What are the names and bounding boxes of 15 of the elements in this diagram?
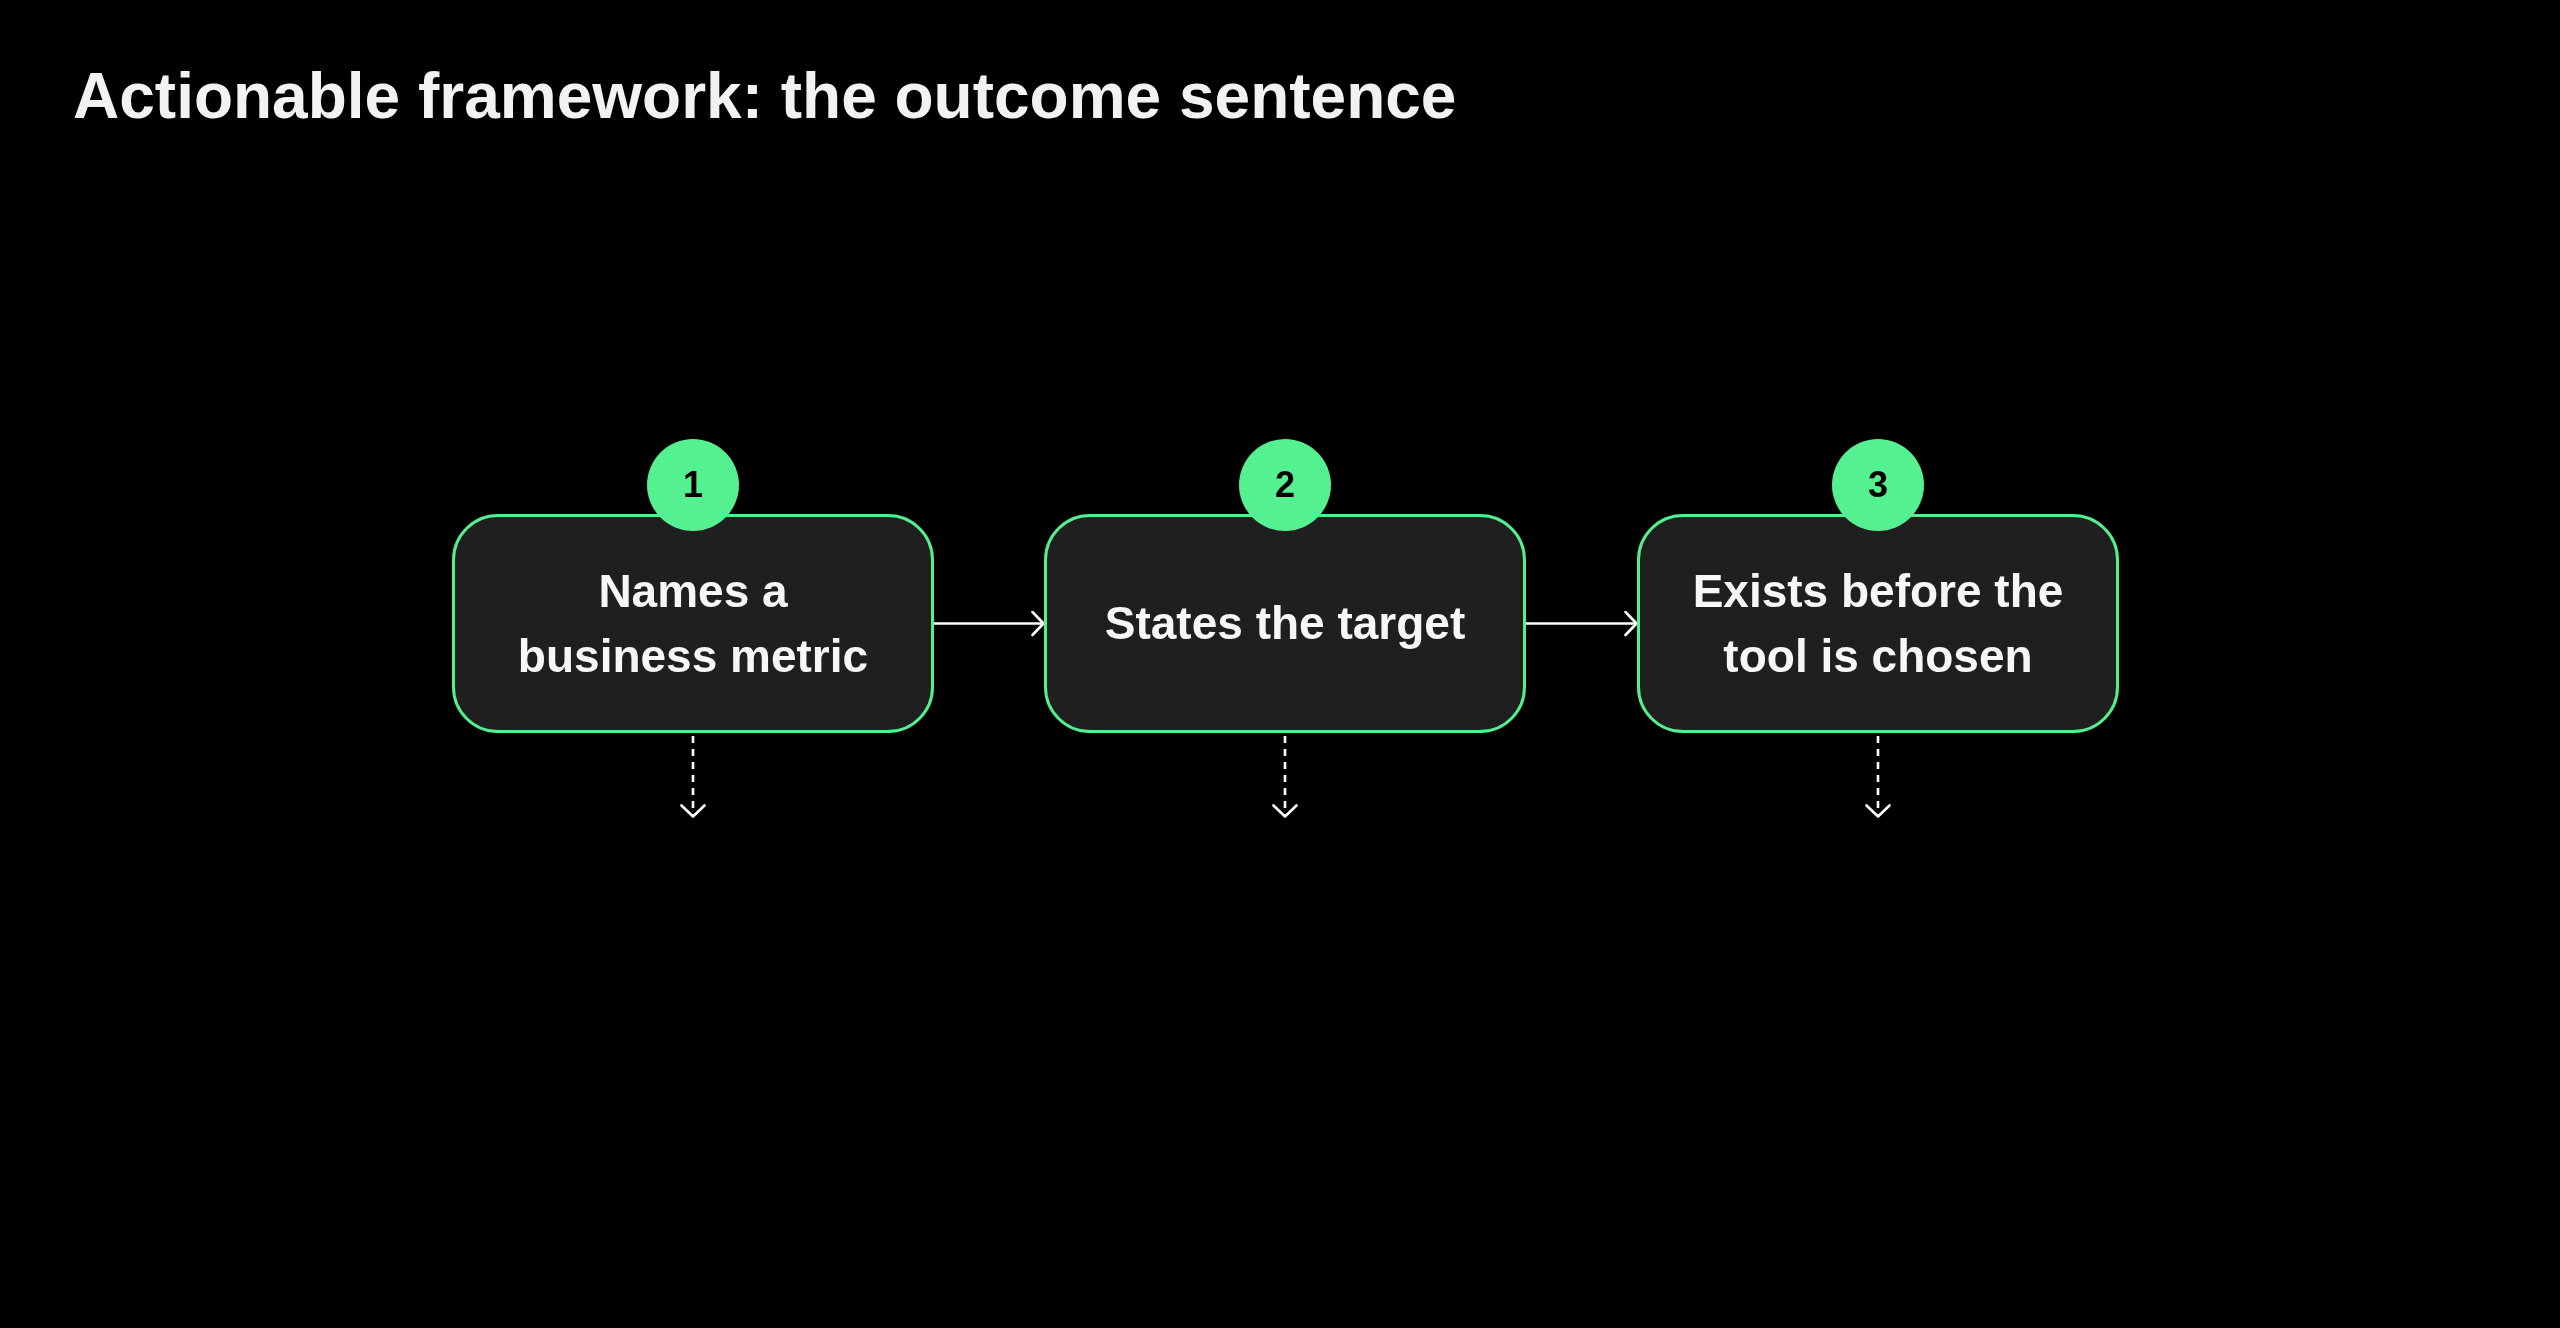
- step-text: Names a business metric: [516, 563, 870, 684]
- step-box: [452, 514, 934, 733]
- step-number: 1: [683, 467, 703, 503]
- dashed-arrow: [1272, 736, 1298, 818]
- arrow: [934, 610, 1045, 637]
- title: Actionable framework: the outcome sentence: [73, 64, 1457, 128]
- step-box: [1044, 514, 1526, 733]
- step-number: 3: [1868, 467, 1888, 503]
- step-text: States the target: [1104, 596, 1466, 651]
- arrow: [1526, 610, 1638, 637]
- step-number: 2: [1275, 467, 1295, 503]
- step-box: [1637, 514, 2119, 733]
- dashed-arrow: [680, 736, 706, 818]
- dashed-arrow: [1865, 736, 1891, 818]
- step-text: Exists before the tool is chosen: [1691, 563, 2065, 684]
